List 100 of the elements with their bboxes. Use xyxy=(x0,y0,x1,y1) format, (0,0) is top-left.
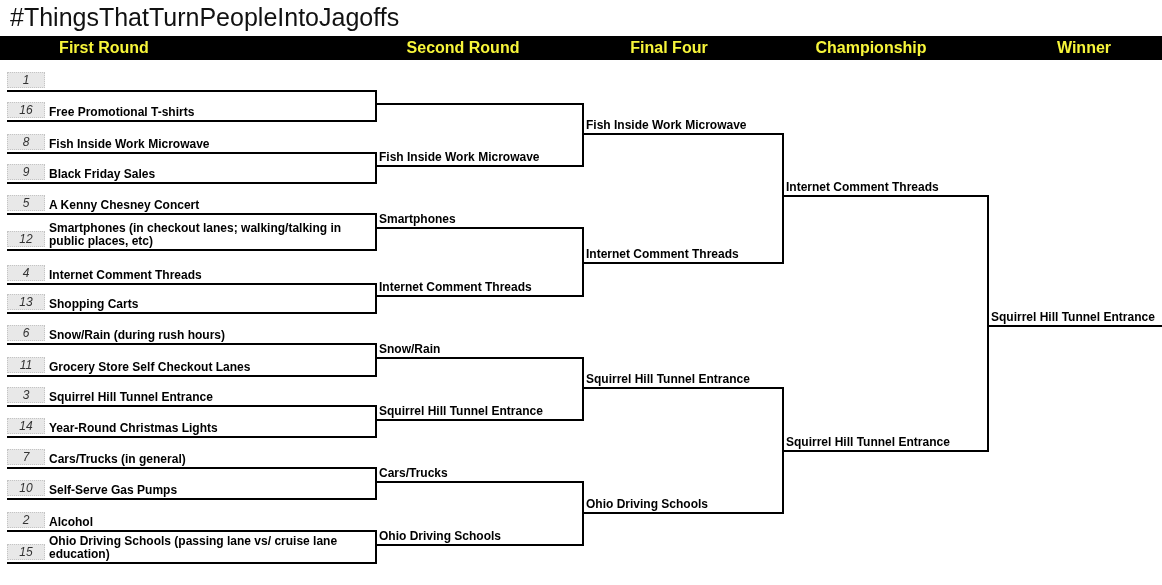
seed-number: 15 xyxy=(7,544,45,560)
entry-name: Cars/Trucks (in general) xyxy=(49,453,187,467)
bracket-slot xyxy=(583,498,783,514)
bracket-slot xyxy=(376,281,583,297)
bracket-slot xyxy=(7,325,376,345)
bracket-slot xyxy=(783,181,988,197)
entry-name: Internet Comment Threads xyxy=(378,281,532,295)
bracket-connector xyxy=(375,405,377,421)
entry-name: Internet Comment Threads xyxy=(785,181,939,195)
bracket-connector xyxy=(582,481,584,514)
seed-number: 9 xyxy=(7,164,45,180)
bracket-slot xyxy=(7,449,376,469)
bracket-slot xyxy=(7,195,376,215)
entry-name: Smartphones (in checkout lanes; walking/talking in public places, etc) xyxy=(49,222,343,249)
bracket-connector xyxy=(375,213,377,229)
entry-name: Squirrel Hill Tunnel Entrance xyxy=(585,373,750,387)
entry-name: Year-Round Christmas Lights xyxy=(49,422,219,436)
page-title: #ThingsThatTurnPeopleIntoJagoffs xyxy=(10,2,400,33)
entry-name: Free Promotional T-shirts xyxy=(49,106,196,120)
bracket-connector xyxy=(375,544,377,564)
bracket-slot xyxy=(376,467,583,483)
bracket-slot xyxy=(583,248,783,264)
entry-name: Squirrel Hill Tunnel Entrance xyxy=(785,436,950,450)
bracket-connector xyxy=(375,357,377,377)
entry-name: Fish Inside Work Microwave xyxy=(49,138,211,152)
round-heading: Second Round xyxy=(406,38,520,58)
bracket-slot xyxy=(583,373,783,389)
entry-name: Ohio Driving Schools xyxy=(378,530,501,544)
entry-name: Internet Comment Threads xyxy=(585,248,739,262)
round-heading: Championship xyxy=(815,38,927,58)
entry-name: Self-Serve Gas Pumps xyxy=(49,484,179,498)
bracket-slot xyxy=(376,213,583,229)
seed-number: 12 xyxy=(7,231,45,247)
bracket-connector xyxy=(375,467,377,483)
bracket-connector xyxy=(375,283,377,297)
bracket-connector xyxy=(375,227,377,251)
bracket-slot xyxy=(376,343,583,359)
seed-number: 6 xyxy=(7,325,45,341)
entry-name: Squirrel Hill Tunnel Entrance xyxy=(990,311,1155,325)
entry-name: Shopping Carts xyxy=(49,298,140,312)
entry-name: Alcohol xyxy=(49,516,94,530)
seed-number: 4 xyxy=(7,265,45,281)
bracket-slot xyxy=(7,222,376,251)
seed-number: 3 xyxy=(7,387,45,403)
bracket-slot xyxy=(7,418,376,438)
bracket-slot xyxy=(7,294,376,314)
bracket-connector xyxy=(582,357,584,389)
bracket-connector xyxy=(582,512,584,546)
entry-name: Fish Inside Work Microwave xyxy=(585,119,747,133)
bracket-slot xyxy=(7,357,376,377)
bracket-slot xyxy=(376,405,583,421)
bracket-slot xyxy=(783,436,988,452)
bracket-slot xyxy=(7,387,376,407)
bracket-connector xyxy=(782,387,784,452)
bracket-slot xyxy=(583,119,783,135)
entry-name: Snow/Rain xyxy=(378,343,441,357)
bracket-slot xyxy=(7,164,376,184)
bracket-connector xyxy=(375,343,377,359)
bracket-slot xyxy=(376,530,583,546)
seed-number: 2 xyxy=(7,512,45,528)
round-heading: Winner xyxy=(1056,38,1112,58)
bracket-connector xyxy=(582,133,584,167)
entry-name: Smartphones xyxy=(378,213,456,227)
round-heading: Final Four xyxy=(630,38,708,58)
bracket-slot xyxy=(7,480,376,500)
bracket-connector xyxy=(375,165,377,184)
bracket-connector xyxy=(375,481,377,500)
bracket-connector xyxy=(782,195,784,264)
entry-name: Fish Inside Work Microwave xyxy=(378,151,540,165)
bracket-connector xyxy=(987,195,989,327)
bracket-slot xyxy=(7,72,376,92)
bracket-connector xyxy=(375,152,377,167)
bracket-connector xyxy=(375,103,377,122)
bracket-connector xyxy=(375,530,377,546)
entry-name: Cars/Trucks xyxy=(378,467,448,481)
entry-name: Internet Comment Threads xyxy=(49,269,203,283)
bracket-slot xyxy=(376,151,583,167)
seed-number: 1 xyxy=(7,72,45,88)
bracket-connector xyxy=(375,419,377,438)
seed-number: 11 xyxy=(7,357,45,373)
bracket-connector xyxy=(582,262,584,297)
entry-name: Snow/Rain (during rush hours) xyxy=(49,329,226,343)
entry-name: Black Friday Sales xyxy=(49,168,157,182)
seed-number: 13 xyxy=(7,294,45,310)
round-heading: First Round xyxy=(59,38,149,58)
bracket-connector xyxy=(375,90,377,105)
bracket-connector xyxy=(375,295,377,314)
bracket-slot xyxy=(7,265,376,285)
bracket-slot xyxy=(7,512,376,532)
seed-number: 5 xyxy=(7,195,45,211)
entry-name: Squirrel Hill Tunnel Entrance xyxy=(49,391,214,405)
bracket-connector xyxy=(782,133,784,197)
seed-number: 8 xyxy=(7,134,45,150)
seed-number: 14 xyxy=(7,418,45,434)
bracket-connector xyxy=(782,450,784,514)
bracket-connector xyxy=(582,103,584,135)
bracket-slot xyxy=(7,134,376,154)
bracket-slot xyxy=(7,535,376,564)
seed-number: 7 xyxy=(7,449,45,465)
bracket-connector xyxy=(582,387,584,421)
